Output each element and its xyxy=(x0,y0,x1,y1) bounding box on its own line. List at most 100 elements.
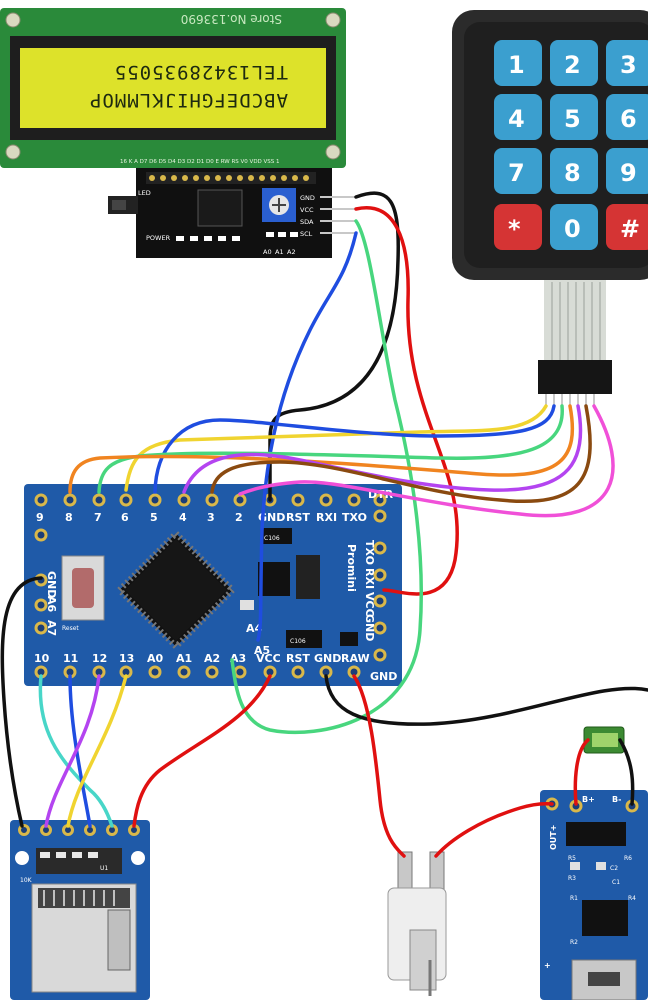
voltage-regulator xyxy=(258,562,290,596)
pin-label-9: 9 xyxy=(36,511,44,524)
key-2[interactable] xyxy=(550,40,598,86)
key-7[interactable] xyxy=(494,148,542,194)
wire-battery-minus xyxy=(618,738,635,806)
wire-keypad-2 xyxy=(153,404,556,494)
wire-keypad-3 xyxy=(97,404,564,494)
key-6[interactable] xyxy=(606,94,648,140)
pin-label-txo-right: TXO xyxy=(363,540,376,565)
pin-label-raw: RAW xyxy=(341,652,370,665)
i2c-chip xyxy=(197,189,243,227)
wire-sd-mosi xyxy=(68,674,92,828)
lcd-mount-hole xyxy=(5,144,21,160)
i2c-addr-a0: A0 xyxy=(263,248,272,256)
wire-keypad-5 xyxy=(182,404,583,494)
pin-label-a0: A0 xyxy=(147,652,164,665)
atmega-chip xyxy=(115,529,237,651)
wire-battery-plus xyxy=(573,738,590,806)
charger-pin-outplus: OUT+ xyxy=(549,825,558,850)
wire-keypad-1 xyxy=(124,404,548,492)
sd-10k-label: 10K xyxy=(20,877,33,884)
key-0[interactable] xyxy=(550,204,598,250)
charger-label-r5: R5 xyxy=(568,855,576,862)
keypad-connector xyxy=(538,360,612,394)
cap-c106-2 xyxy=(286,630,322,648)
i2c-smd-parts xyxy=(176,232,298,241)
pin-label-gnd-corner: GND xyxy=(370,670,397,683)
lcd-line2: TEL13428935055 xyxy=(114,61,288,83)
pin-label-11: 11 xyxy=(63,652,78,665)
i2c-backpack: LED POWER A0 A1 A2 GND VCC SDA SCL xyxy=(108,168,356,258)
key-9-label: 9 xyxy=(620,159,637,187)
key-star-label: * xyxy=(508,215,521,243)
wire-sd-sck xyxy=(66,674,128,828)
key-3[interactable] xyxy=(606,40,648,86)
key-2-label: 2 xyxy=(564,51,581,79)
pin-label-6: 6 xyxy=(121,511,129,524)
key-7-label: 7 xyxy=(508,159,525,187)
charger-pin-bplus: B+ xyxy=(582,795,595,804)
regulator-tab xyxy=(296,555,320,599)
lcd-line1: ABCDEFGHIJKLMMOP xyxy=(89,89,288,111)
key-5[interactable] xyxy=(550,94,598,140)
key-9[interactable] xyxy=(606,148,648,194)
pin-label-gnd-left: GND xyxy=(45,571,58,598)
cap-c106-1 xyxy=(262,528,292,544)
key-8[interactable] xyxy=(550,148,598,194)
pin-label-10: 10 xyxy=(34,652,50,665)
keypad: 1 2 3 4 5 6 7 8 9 * 0 # xyxy=(452,10,648,406)
sd-u1-label: U1 xyxy=(100,865,108,872)
pin-label-gnd-bottom: GND xyxy=(314,652,341,665)
pin-label-3: 3 xyxy=(207,511,215,524)
lcd-screen xyxy=(20,48,326,128)
pin-label-a1: A1 xyxy=(176,652,192,665)
key-hash[interactable] xyxy=(606,204,648,250)
key-4[interactable] xyxy=(494,94,542,140)
key-3-label: 3 xyxy=(620,51,637,79)
key-hash-label: # xyxy=(620,215,640,243)
pin-label-gnd-right: GND xyxy=(363,614,376,641)
cap-c106-2-label: C106 xyxy=(290,638,306,645)
arduino-bottom-pin-row xyxy=(34,648,387,679)
i2c-pin-vcc: VCC xyxy=(300,206,314,214)
key-8-label: 8 xyxy=(564,159,581,187)
key-0-label: 0 xyxy=(564,215,581,243)
pin-label-gnd-top: GND xyxy=(258,511,285,524)
charger-label-r3: R3 xyxy=(568,875,576,882)
cap-c106-1-label: C106 xyxy=(264,535,280,542)
sd-card-module: U1 10K xyxy=(10,820,150,1000)
pin-label-5: 5 xyxy=(150,511,158,524)
wire-raw-jack xyxy=(352,674,406,858)
lcd-mount-hole xyxy=(325,12,341,28)
charger-pin-bminus: B- xyxy=(612,795,621,804)
key-1-label: 1 xyxy=(508,51,525,79)
i2c-addr-a2: A2 xyxy=(287,248,296,256)
arduino-pro-mini: 9 8 7 6 5 4 3 2 GND RST RXI TXO DTR TXO … xyxy=(24,484,402,686)
i2c-power-label: POWER xyxy=(146,234,171,242)
key-4-label: 4 xyxy=(508,105,525,133)
wire-lcd-scl xyxy=(256,231,358,642)
wires xyxy=(0,191,648,858)
pin-label-a2: A2 xyxy=(204,652,220,665)
pin-label-vcc-bottom: VCC xyxy=(256,652,281,665)
key-1[interactable] xyxy=(494,40,542,86)
charger-protection-ic xyxy=(566,822,626,846)
pin-label-a3: A3 xyxy=(230,652,246,665)
pin-label-12: 12 xyxy=(92,652,107,665)
lcd-module: ABCDEFGHIJKLMMOP TEL13428935055 Store No… xyxy=(0,8,346,168)
sd-mount-hole xyxy=(15,851,29,865)
charger-tp4056-ic xyxy=(582,900,628,936)
wire-keypad-4 xyxy=(68,404,575,494)
pin-label-rst-top: RST xyxy=(286,511,310,524)
charger-label-r1: R1 xyxy=(570,895,578,902)
pin-label-a6: A6 xyxy=(45,596,58,613)
wire-keypad-7 xyxy=(238,404,615,518)
reset-label: Reset xyxy=(62,625,79,632)
sd-mount-hole xyxy=(131,851,145,865)
key-star[interactable] xyxy=(494,204,542,250)
key-5-label: 5 xyxy=(564,105,581,133)
charger-label-r2: R2 xyxy=(570,939,578,946)
charger-label-c1: C1 xyxy=(612,879,620,886)
i2c-pin-scl: SCL xyxy=(300,230,313,238)
dc-power-jack xyxy=(387,851,447,996)
